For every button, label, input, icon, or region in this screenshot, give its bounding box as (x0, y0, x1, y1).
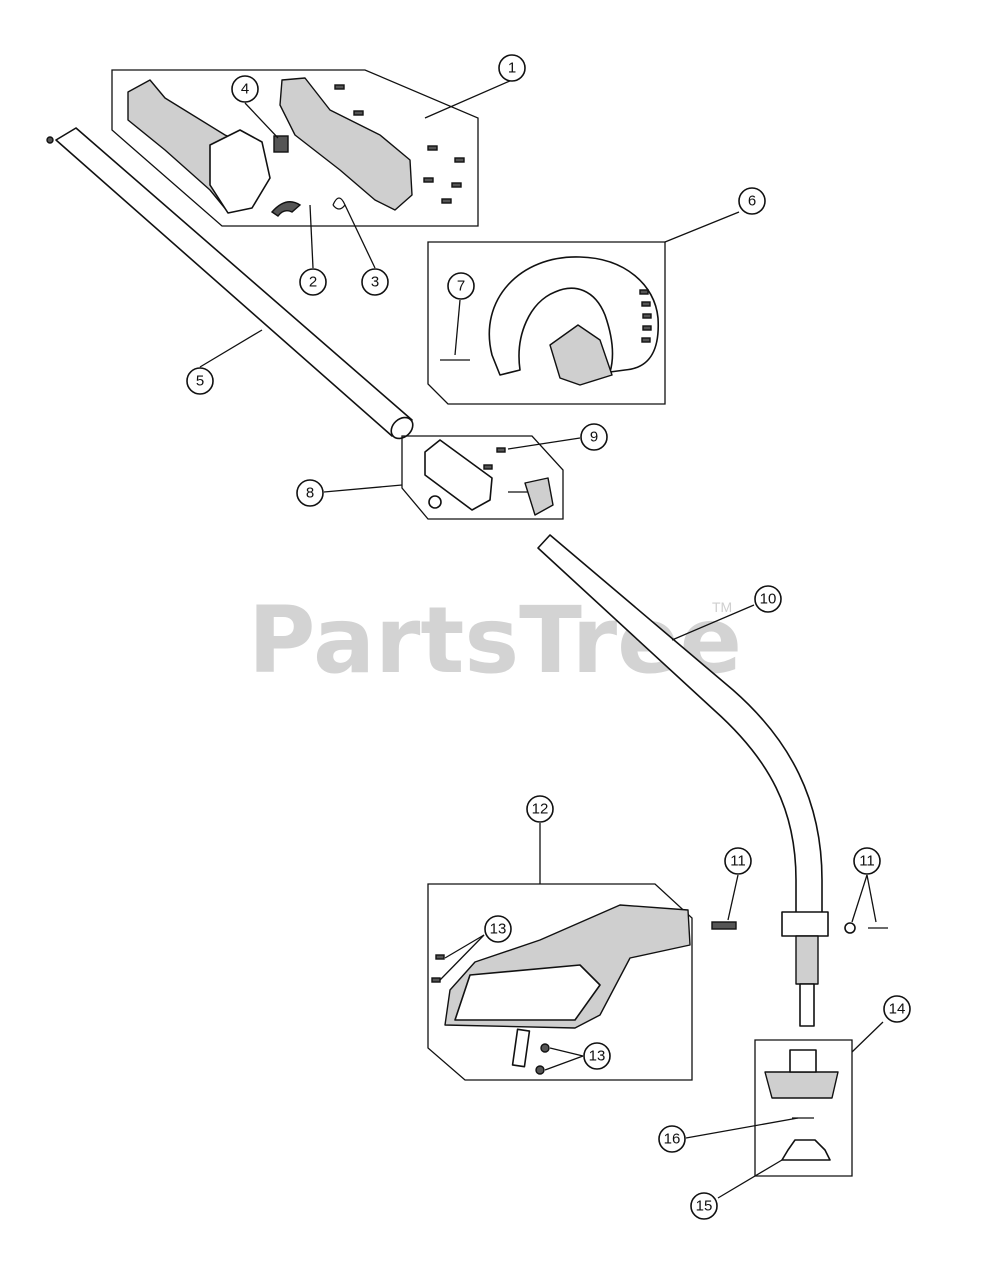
kit-outline-12 (427, 883, 693, 1081)
assist-handle-clamp (549, 324, 613, 386)
spool-cap (781, 1139, 831, 1161)
kit-outline-8 (401, 435, 564, 520)
callout-label: 6 (748, 193, 756, 210)
callout-7: 7 (447, 272, 475, 300)
callout-12: 12 (526, 795, 554, 823)
shaft-drive-tip (799, 983, 815, 1027)
upper-shaft-end (390, 416, 414, 440)
spool-hub (789, 1049, 817, 1073)
callout-14: 14 (883, 995, 911, 1023)
callout-16: 16 (658, 1125, 686, 1153)
callout-3: 3 (361, 268, 389, 296)
kit-outline-1 (111, 69, 479, 227)
callout-label: 7 (457, 278, 465, 295)
part-upper-shaft (46, 127, 414, 440)
callout-15: 15 (690, 1192, 718, 1220)
watermark-trademark: TM (712, 599, 732, 615)
handle-cap (209, 129, 271, 214)
callout-1: 1 (498, 54, 526, 82)
bolt-11a (711, 921, 737, 930)
guard-blade (511, 1028, 531, 1068)
callout-4: 4 (231, 75, 259, 103)
callout-9: 9 (580, 423, 608, 451)
callout-label: 11 (730, 853, 746, 870)
screw-9 (496, 447, 506, 453)
upper-shaft-tube (55, 127, 413, 437)
shaft-drive (795, 935, 819, 985)
callout-11-right: 11 (853, 847, 881, 875)
callout-10: 10 (754, 585, 782, 613)
trigger (270, 201, 302, 217)
coupler-body (424, 439, 493, 511)
spring (332, 197, 346, 210)
callout-label: 16 (664, 1131, 681, 1148)
callout-label: 4 (241, 81, 249, 98)
callout-label: 12 (532, 801, 549, 818)
housing-half (279, 77, 413, 211)
guard-face (454, 964, 601, 1021)
part-fasteners-11 (711, 921, 888, 934)
callout-label: 8 (306, 485, 314, 502)
callout-label: 10 (760, 591, 777, 608)
callout-13-lower: 13 (583, 1042, 611, 1070)
callout-6: 6 (738, 187, 766, 215)
callout-label: 3 (371, 274, 379, 291)
callout-2: 2 (299, 268, 327, 296)
assist-handle-loop (488, 256, 660, 376)
callout-8: 8 (296, 479, 324, 507)
callout-label: 15 (696, 1198, 713, 1215)
callout-13-upper: 13 (484, 915, 512, 943)
kit-outline-14 (754, 1039, 853, 1177)
part-upper-housing-kit (111, 69, 479, 227)
callout-label: 13 (589, 1048, 606, 1065)
part-assist-handle-kit (427, 241, 666, 405)
callout-label: 1 (508, 60, 516, 77)
callout-label: 14 (889, 1001, 906, 1018)
coupler-nut (428, 495, 442, 509)
callout-5: 5 (186, 367, 214, 395)
callout-label: 13 (490, 921, 507, 938)
kit-outline-6 (427, 241, 666, 405)
spool-housing (764, 1071, 839, 1099)
switch-block (273, 135, 289, 153)
callout-label: 11 (859, 853, 875, 870)
part-coupler-kit (401, 435, 564, 520)
leader-lines (199, 79, 884, 1199)
handle-grip-ribs (639, 289, 652, 343)
shaft-clamp (781, 911, 829, 937)
part-lower-shaft (537, 534, 829, 1027)
callout-label: 2 (309, 274, 317, 291)
screw-8b (483, 464, 493, 470)
screws-group-1 (334, 84, 465, 204)
washer-11b (844, 922, 856, 934)
callout-label: 9 (590, 429, 598, 446)
part-spool-head-kit (754, 1039, 853, 1177)
callout-label: 5 (196, 373, 204, 390)
part-guard-kit (427, 883, 693, 1081)
coupler-knob (524, 477, 554, 516)
upper-shaft-pin (46, 136, 54, 144)
callout-11-left: 11 (724, 847, 752, 875)
